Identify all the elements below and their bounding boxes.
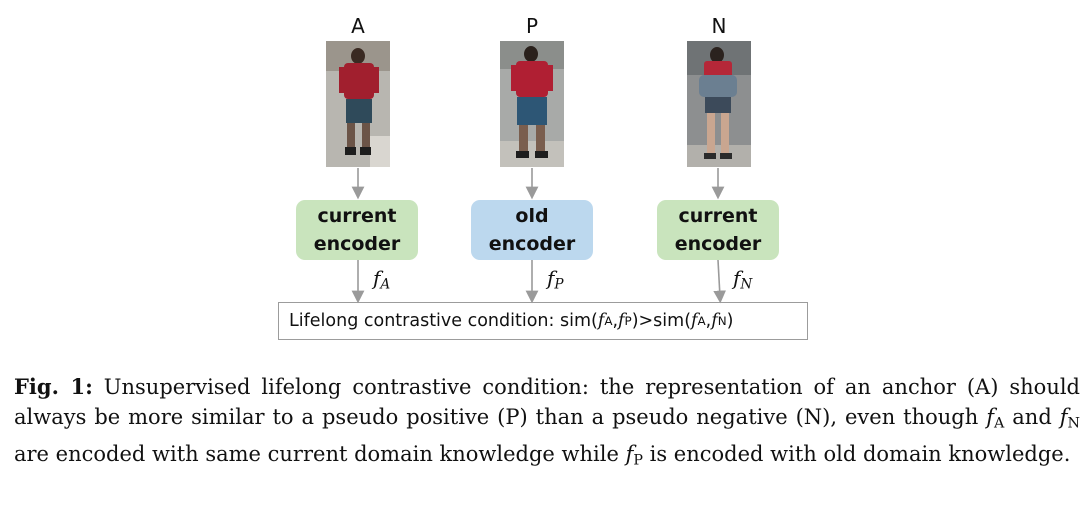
encoder-line-1: old — [515, 205, 549, 227]
label-positive: P — [525, 14, 539, 38]
negative-person-image — [687, 41, 751, 167]
encoder-line-1: current — [317, 205, 397, 227]
positive-old-encoder: old encoder — [471, 200, 593, 260]
encoder-line-2: encoder — [674, 233, 762, 255]
feature-label-p: fP — [547, 266, 564, 293]
label-anchor: A — [351, 14, 365, 38]
encoder-line-2: encoder — [488, 233, 576, 255]
encoder-line-2: encoder — [313, 233, 401, 255]
positive-person-image — [500, 41, 564, 167]
figure-number: Fig. 1: — [14, 374, 93, 399]
encoder-line-1: current — [678, 205, 758, 227]
label-negative: N — [711, 14, 727, 38]
anchor-current-encoder: current encoder — [296, 200, 418, 260]
feature-label-n: fN — [733, 266, 753, 293]
feature-label-a: fA — [373, 266, 391, 293]
negative-current-encoder: current encoder — [657, 200, 779, 260]
figure-caption: Fig. 1: Unsupervised lifelong contrastiv… — [14, 374, 1080, 469]
anchor-person-image — [326, 41, 390, 167]
